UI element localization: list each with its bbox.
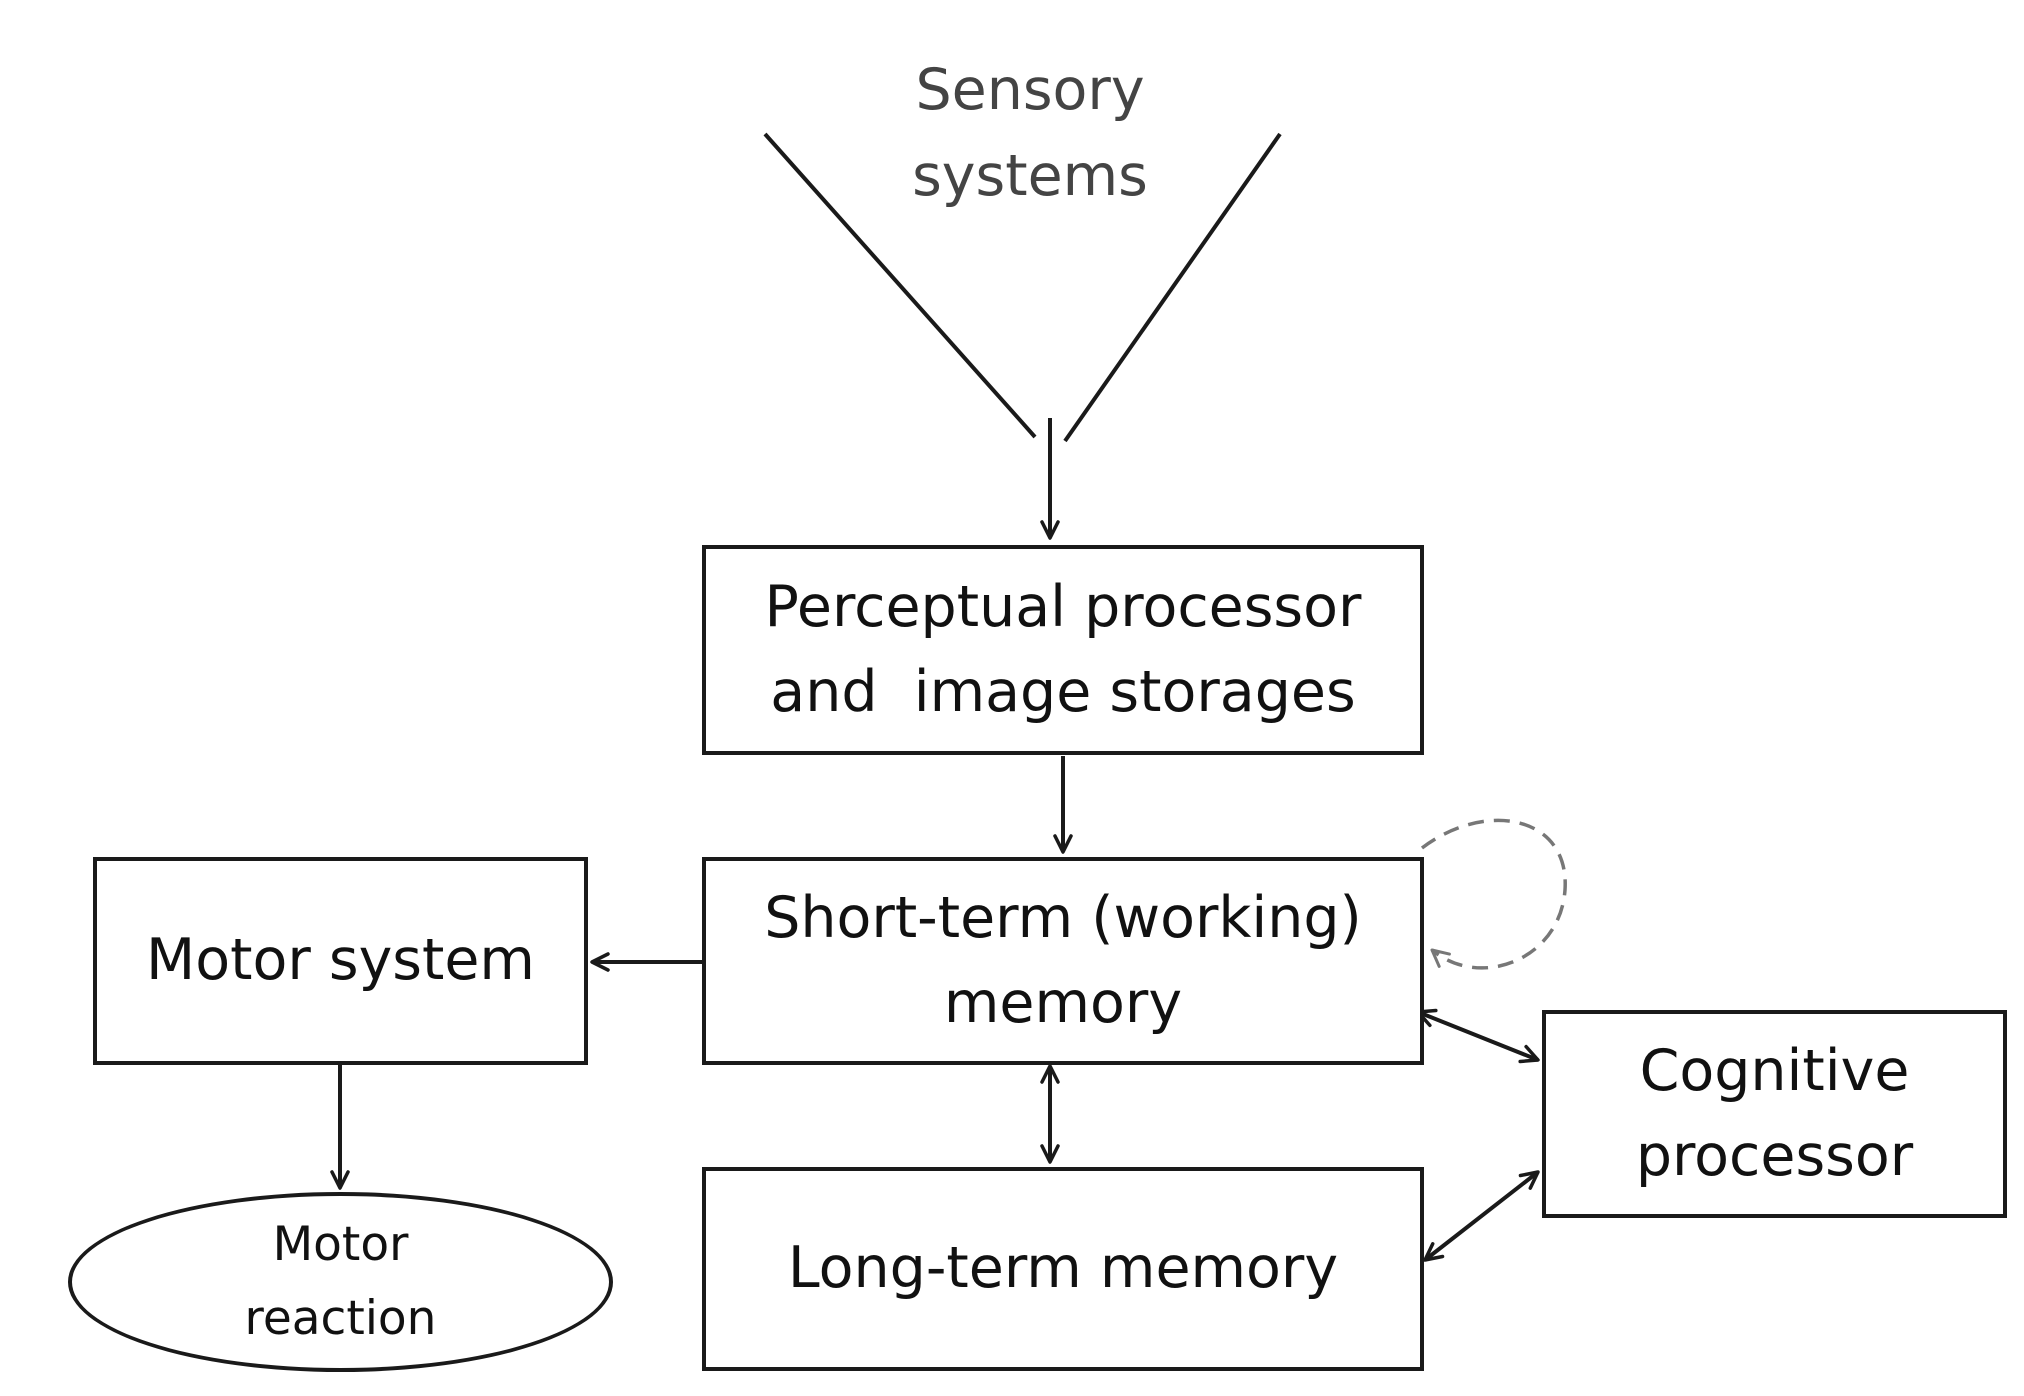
perceptual-processor-box: Perceptual processor and image storages: [702, 545, 1424, 755]
funnel-right-line: [1063, 132, 1282, 443]
sensory-systems-label: Sensory systems: [912, 57, 1148, 209]
short-term-memory-box: Short-term (working) memory: [702, 857, 1424, 1065]
motor-reaction-ellipse: Motor reaction: [68, 1192, 613, 1372]
short-term-self-loop: [1420, 818, 1567, 970]
funnel-left-line: [763, 132, 1037, 439]
arrow-short-term-cognitive: [1416, 1008, 1540, 1064]
motor-system-box: Motor system: [93, 857, 588, 1065]
cognitive-processor-box: Cognitive processor: [1542, 1010, 2007, 1218]
long-term-memory-box: Long-term memory: [702, 1167, 1424, 1371]
arrow-long-term-cognitive: [1423, 1170, 1540, 1262]
